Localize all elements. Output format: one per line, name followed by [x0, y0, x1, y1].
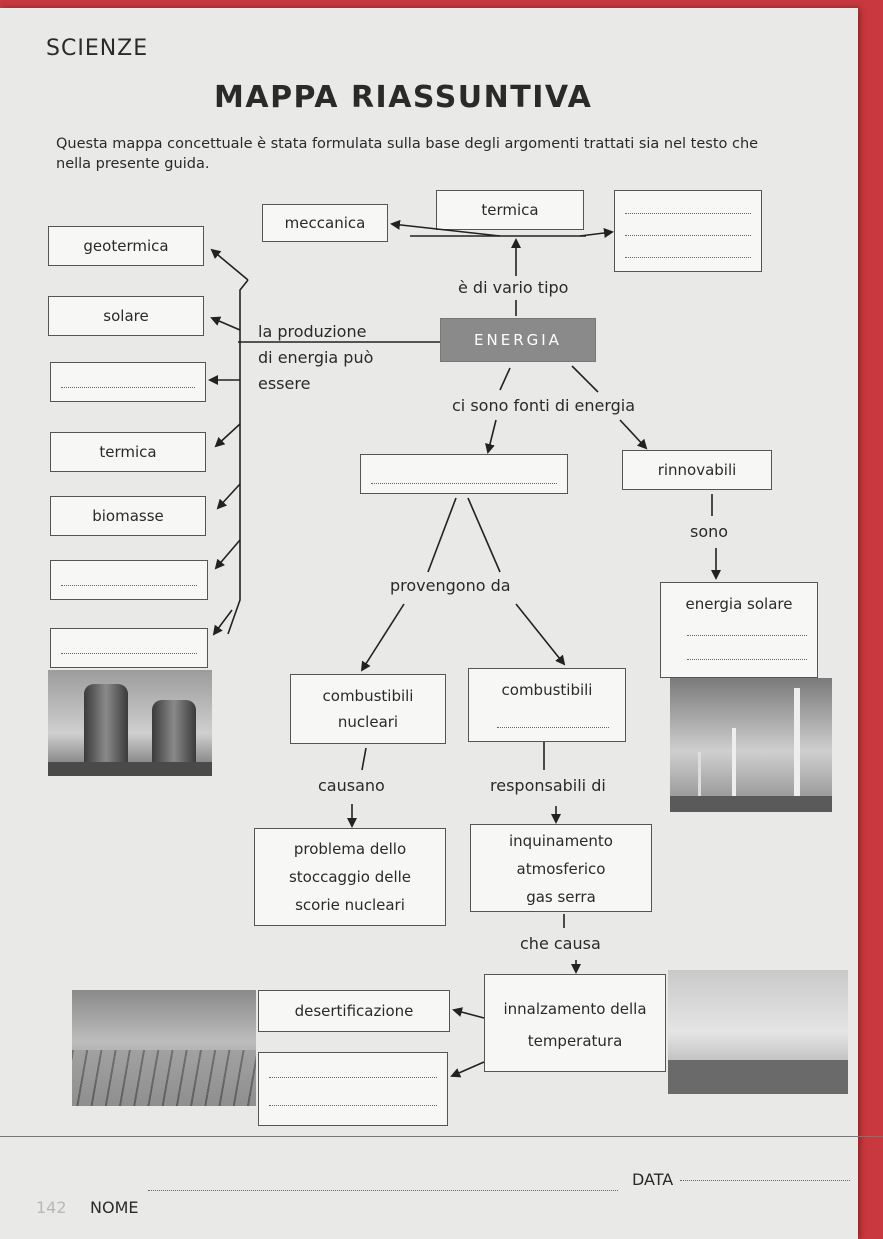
- turbine-tower: [698, 752, 701, 806]
- type-blank-box[interactable]: [614, 190, 762, 272]
- page-title: MAPPA RIASSUNTIVA: [214, 80, 593, 115]
- pollution-line-2: atmosferico: [516, 860, 606, 878]
- production-geotermica-box: geotermica: [48, 226, 204, 266]
- origin-link-label: provengono da: [390, 576, 511, 595]
- types-link-label: è di vario tipo: [458, 278, 569, 297]
- renewable-example-label: energia solare: [685, 595, 793, 613]
- nuclear-fuel-line-1: combustibili: [322, 687, 414, 705]
- pollution-line-1: inquinamento: [509, 832, 613, 850]
- blank-line[interactable]: [687, 635, 807, 636]
- water-shape: [668, 1060, 848, 1094]
- date-label: DATA: [632, 1170, 674, 1189]
- temperature-line-2: temperatura: [527, 1032, 623, 1050]
- date-field[interactable]: [680, 1180, 850, 1181]
- nuclear-fuel-line-2: nucleari: [337, 713, 399, 731]
- blank-line[interactable]: [625, 257, 751, 258]
- footer-divider: [0, 1136, 883, 1137]
- ground-shape: [670, 796, 832, 812]
- intro-text: Questa mappa concettuale è stata formula…: [56, 136, 759, 172]
- type-termica-box: termica: [436, 190, 584, 230]
- production-link-2: di energia può: [258, 348, 374, 367]
- blank-line[interactable]: [371, 483, 557, 484]
- renewable-box: rinnovabili: [622, 450, 772, 490]
- nuclear-link-label: causano: [318, 776, 385, 795]
- cracked-ground-shape: [72, 1050, 256, 1106]
- cooling-tower-shape: [152, 700, 196, 766]
- name-label: NOME: [90, 1198, 139, 1217]
- pollution-box: inquinamento atmosferico gas serra: [470, 824, 652, 912]
- effect-blank-box[interactable]: [258, 1052, 448, 1126]
- glacier-photo: [668, 970, 848, 1094]
- blank-line[interactable]: [269, 1077, 437, 1078]
- nuclear-fuel-box: combustibili nucleari: [290, 674, 446, 744]
- blank-line[interactable]: [269, 1105, 437, 1106]
- blank-line[interactable]: [61, 585, 197, 586]
- subject-label: SCIENZE: [46, 36, 149, 61]
- turbine-tower: [732, 728, 736, 806]
- blank-line[interactable]: [687, 659, 807, 660]
- renewable-example-box: energia solare: [660, 582, 818, 678]
- fossil-fuel-label: combustibili: [501, 681, 593, 699]
- non-renewable-blank-box[interactable]: [360, 454, 568, 494]
- production-termica-box: termica: [50, 432, 206, 472]
- cooling-towers-photo: [48, 670, 212, 776]
- temperature-box: innalzamento della temperatura: [484, 974, 666, 1072]
- fossil-fuel-box: combustibili: [468, 668, 626, 742]
- blank-line[interactable]: [497, 727, 609, 728]
- production-blank-box-3[interactable]: [50, 628, 208, 668]
- renewable-link-label: sono: [690, 522, 729, 541]
- ground-shape: [48, 762, 212, 776]
- turbine-tower: [794, 688, 800, 808]
- blank-line[interactable]: [625, 235, 751, 236]
- cooling-tower-shape: [84, 684, 128, 766]
- name-field[interactable]: [148, 1190, 618, 1191]
- fuel-link-label: responsabili di: [490, 776, 606, 795]
- production-link-3: essere: [258, 374, 311, 393]
- production-blank-box-2[interactable]: [50, 560, 208, 600]
- nuclear-waste-box: problema dello stoccaggio delle scorie n…: [254, 828, 446, 926]
- production-blank-box[interactable]: [50, 362, 206, 402]
- desertification-box: desertificazione: [258, 990, 450, 1032]
- energia-center-box: ENERGIA: [440, 318, 596, 362]
- blank-line[interactable]: [61, 653, 197, 654]
- temperature-line-1: innalzamento della: [503, 1000, 647, 1018]
- page-number: 142: [36, 1198, 67, 1217]
- production-solare-box: solare: [48, 296, 204, 336]
- desert-photo: [72, 990, 256, 1106]
- production-link-1: la produzione: [258, 322, 367, 341]
- nuclear-waste-line-3: scorie nucleari: [295, 896, 405, 914]
- pollution-line-3: gas serra: [526, 888, 596, 906]
- type-meccanica-box: meccanica: [262, 204, 388, 242]
- sources-link-label: ci sono fonti di energia: [452, 396, 636, 415]
- nuclear-waste-line-2: stoccaggio delle: [288, 868, 412, 886]
- blank-line[interactable]: [61, 387, 195, 388]
- production-biomasse-box: biomasse: [50, 496, 206, 536]
- blank-line[interactable]: [625, 213, 751, 214]
- nuclear-waste-line-1: problema dello: [293, 840, 407, 858]
- wind-turbines-photo: [670, 678, 832, 812]
- pollution-link-label: che causa: [520, 934, 601, 953]
